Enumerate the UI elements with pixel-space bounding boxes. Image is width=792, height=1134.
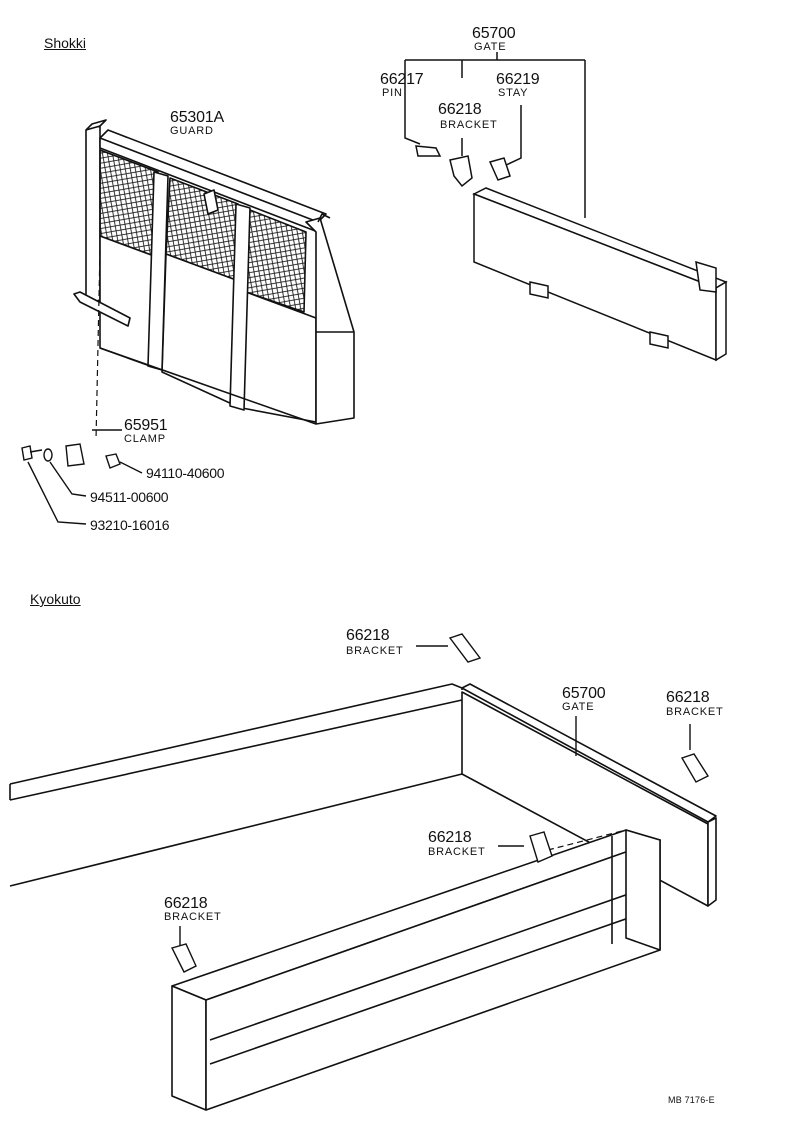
washer-part-number: 94511-00600 bbox=[90, 489, 169, 505]
kyokuto-bracket-mid-name: BRACKET bbox=[428, 846, 486, 858]
kyokuto-bracket-left-name: BRACKET bbox=[164, 911, 222, 923]
section-title-shokki: Shokki bbox=[44, 35, 87, 51]
nut-part-number: 94110-40600 bbox=[146, 465, 225, 481]
drawing-code: MB 7176-E bbox=[668, 1095, 715, 1105]
pin-part-number: 66217 bbox=[380, 71, 424, 88]
kyokuto-gate-name: GATE bbox=[562, 701, 595, 713]
guard-part-number: 65301A bbox=[170, 109, 224, 126]
kyokuto-bracket-mid-number: 66218 bbox=[428, 829, 472, 846]
section-title-kyokuto: Kyokuto bbox=[30, 591, 81, 607]
kyokuto-bracket-right-name: BRACKET bbox=[666, 706, 724, 718]
clamp-hardware-drawing bbox=[21, 429, 143, 525]
clamp-part-number: 65951 bbox=[124, 417, 168, 434]
kyokuto-brackets-drawing bbox=[170, 633, 710, 973]
kyokuto-bracket-top-number: 66218 bbox=[346, 627, 390, 644]
guard-drawing bbox=[73, 119, 355, 441]
kyokuto-gate-number: 65700 bbox=[562, 685, 606, 702]
kyokuto-bracket-top-name: BRACKET bbox=[346, 645, 404, 657]
truck-bed-drawing bbox=[9, 683, 717, 1111]
bracket-part-number: 66218 bbox=[438, 101, 482, 118]
gate-part-name: GATE bbox=[474, 41, 507, 53]
pin-part-name: PIN bbox=[382, 87, 403, 99]
clamp-part-name: CLAMP bbox=[124, 433, 166, 445]
stay-part-number: 66219 bbox=[496, 71, 540, 88]
stay-part-name: STAY bbox=[498, 87, 529, 99]
kyokuto-bracket-right-number: 66218 bbox=[666, 689, 710, 706]
kyokuto-bracket-left-number: 66218 bbox=[164, 895, 208, 912]
guard-part-name: GUARD bbox=[170, 125, 214, 137]
bracket-part-name: BRACKET bbox=[440, 119, 498, 131]
shokki-gate-drawing bbox=[404, 52, 728, 362]
bolt-part-number: 93210-16016 bbox=[90, 517, 170, 533]
gate-part-number: 65700 bbox=[472, 25, 516, 42]
